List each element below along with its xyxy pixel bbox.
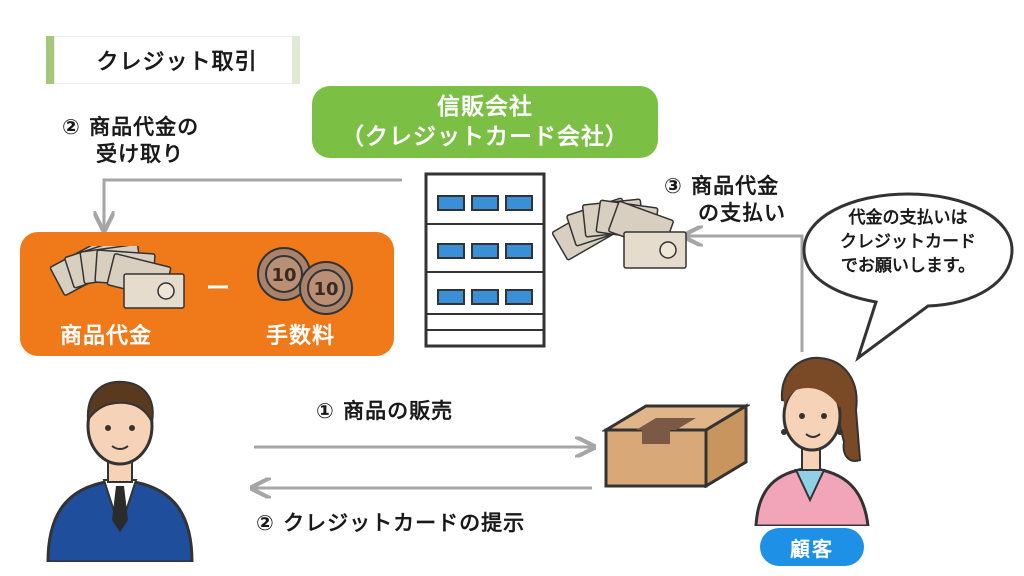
customer-person-icon [754, 356, 870, 526]
coins-icon: 10 10 [257, 247, 353, 315]
arrow-company-to-seller [104, 178, 402, 228]
fee-caption: 手数料 [266, 324, 336, 349]
credit-company-subname: （クレジットカード会社） [341, 124, 629, 150]
pay-payment-line1: ③ 商品代金 [664, 174, 780, 198]
speech-line-3: でお願いします。 [840, 256, 976, 276]
card-presentation-label: ② クレジットカードの提示 [256, 511, 526, 535]
speech-bubble-text: 代金の支払いは クレジットカード でお願いします。 [808, 206, 1008, 278]
receive-payment-line1: ② 商品代金の [62, 115, 200, 139]
seller-person-icon [46, 380, 194, 562]
credit-company-name: 信販会社 [437, 94, 533, 120]
banknotes-icon [49, 246, 185, 309]
diagram-title: クレジット取引 [46, 36, 300, 84]
receive-payment-line2: 受け取り [96, 142, 184, 166]
customer-label: 顧客 [760, 528, 864, 566]
product-box-icon [602, 403, 750, 488]
pay-payment-label: ③ 商品代金 の支払い [664, 173, 786, 227]
minus-sign: ー [206, 274, 230, 302]
product-price-caption: 商品代金 [60, 324, 153, 349]
customer-label-text: 顧客 [790, 536, 834, 561]
receive-payment-label: ② 商品代金の 受け取り [62, 114, 199, 168]
arrow-customer-to-company [686, 236, 804, 352]
sale-label: ① 商品の販売 [316, 399, 454, 423]
speech-line-2: クレジットカード [840, 232, 976, 252]
office-building-icon [424, 172, 546, 348]
payment-banknotes-icon [552, 197, 687, 269]
pay-payment-line2: の支払い [698, 201, 786, 225]
coin-value-1: 10 [271, 265, 296, 286]
speech-line-1: 代金の支払いは [848, 208, 968, 228]
coin-value-2: 10 [313, 279, 338, 300]
settlement-box: ー 10 10 商品代金 手数料 [20, 232, 394, 356]
speech-bubble [802, 192, 1014, 362]
credit-company-box: 信販会社 （クレジットカード会社） [312, 86, 658, 158]
